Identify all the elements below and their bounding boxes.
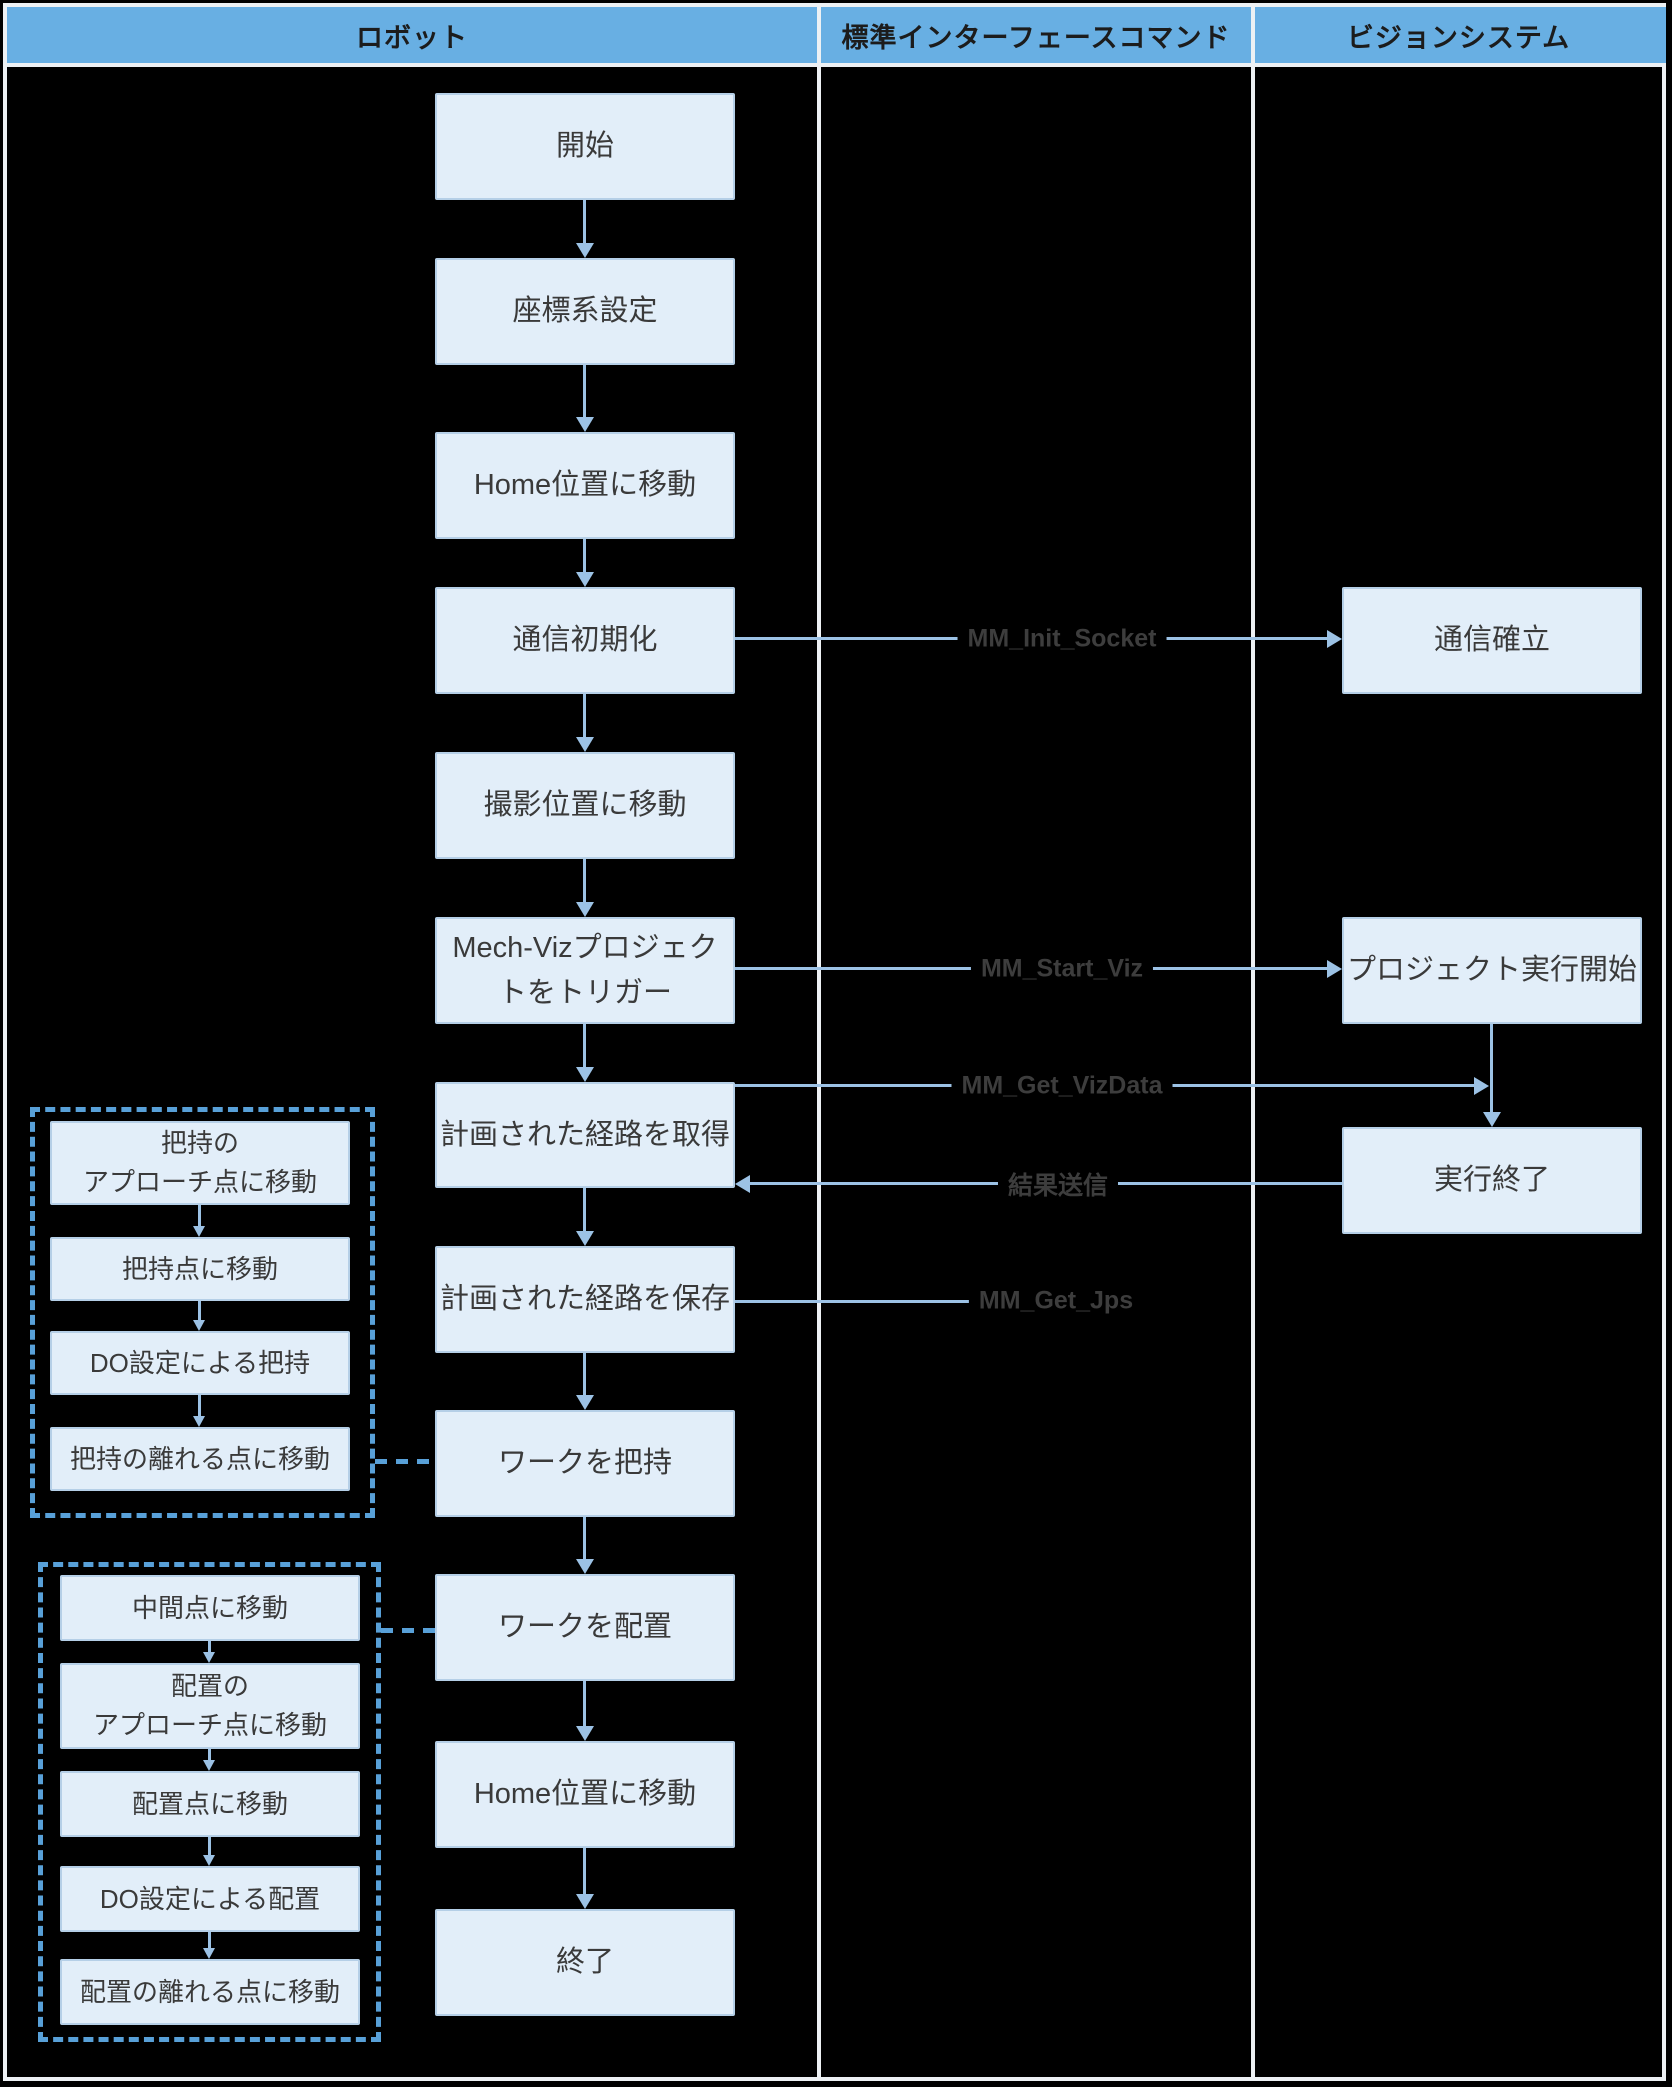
grasp-group-dashed-connector bbox=[375, 1459, 435, 1464]
flow-arrow-head bbox=[576, 1559, 594, 1574]
robot-step-trigger-mechviz: Mech-Vizプロジェク トをトリガー bbox=[435, 917, 735, 1024]
place-arrow-line bbox=[208, 1749, 211, 1761]
flow-arrow-line bbox=[583, 1848, 586, 1894]
flow-arrow-head bbox=[576, 243, 594, 258]
grasp-arrow-head bbox=[193, 1226, 205, 1237]
vision-flow-arrow-line bbox=[1490, 1024, 1493, 1112]
command-label-mm-init-socket: MM_Init_Socket bbox=[957, 624, 1167, 654]
arrow-result-send-head bbox=[735, 1175, 750, 1193]
flow-arrow-head bbox=[576, 1726, 594, 1741]
grasp-arrow-line bbox=[198, 1395, 201, 1416]
place-step-do-place: DO設定による配置 bbox=[60, 1866, 360, 1932]
command-label-mm-get-jps: MM_Get_Jps bbox=[968, 1286, 1144, 1316]
grasp-step-move-grasp-point: 把持点に移動 bbox=[50, 1237, 350, 1301]
vision-flow-arrow-head bbox=[1483, 1112, 1501, 1127]
place-arrow-line bbox=[208, 1837, 211, 1856]
flow-arrow-head bbox=[576, 902, 594, 917]
place-arrow-head bbox=[203, 1855, 215, 1866]
robot-step-init-communication: 通信初期化 bbox=[435, 587, 735, 694]
grasp-step-move-approach-point: 把持の アプローチ点に移動 bbox=[50, 1121, 350, 1205]
robot-step-set-coordinate-system: 座標系設定 bbox=[435, 258, 735, 365]
arrow-mm-get-vizdata-head bbox=[1474, 1077, 1489, 1095]
place-step-move-approach-point: 配置の アプローチ点に移動 bbox=[60, 1663, 360, 1749]
place-step-move-place-point: 配置点に移動 bbox=[60, 1771, 360, 1837]
flow-arrow-line bbox=[583, 859, 586, 902]
robot-step-move-home-1: Home位置に移動 bbox=[435, 432, 735, 539]
place-arrow-head bbox=[203, 1652, 215, 1663]
robot-step-save-planned-path: 計画された経路を保存 bbox=[435, 1246, 735, 1353]
flow-arrow-line bbox=[583, 539, 586, 572]
robot-step-move-capture-position: 撮影位置に移動 bbox=[435, 752, 735, 859]
flow-arrow-line bbox=[583, 1681, 586, 1726]
place-step-move-intermediate-point: 中間点に移動 bbox=[60, 1575, 360, 1641]
grasp-arrow-head bbox=[193, 1320, 205, 1331]
place-arrow-line bbox=[208, 1932, 211, 1949]
grasp-arrow-head bbox=[193, 1416, 205, 1427]
flow-arrow-line bbox=[583, 365, 586, 417]
arrow-mm-init-socket-head bbox=[1327, 630, 1342, 648]
place-arrow-head bbox=[203, 1760, 215, 1771]
column-divider-1 bbox=[817, 3, 821, 2081]
column-header-vision: ビジョンシステム bbox=[1346, 22, 1571, 53]
flow-arrow-line bbox=[583, 694, 586, 737]
grasp-step-do-grasp: DO設定による把持 bbox=[50, 1331, 350, 1395]
arrow-mm-start-viz-head bbox=[1327, 960, 1342, 978]
grasp-step-move-depart-point: 把持の離れる点に移動 bbox=[50, 1427, 350, 1491]
vision-step-project-execution-start: プロジェクト実行開始 bbox=[1342, 917, 1642, 1024]
place-step-move-depart-point: 配置の離れる点に移動 bbox=[60, 1959, 360, 2025]
robot-step-move-home-2: Home位置に移動 bbox=[435, 1741, 735, 1848]
grasp-arrow-line bbox=[198, 1205, 201, 1226]
flow-arrow-line bbox=[583, 1024, 586, 1067]
vision-step-execution-end: 実行終了 bbox=[1342, 1127, 1642, 1234]
command-label-result-send: 結果送信 bbox=[997, 1166, 1119, 1202]
arrow-mm-get-jps-line bbox=[735, 1300, 975, 1303]
flow-arrow-head bbox=[576, 1067, 594, 1082]
robot-step-end: 終了 bbox=[435, 1909, 735, 2016]
robot-step-start: 開始 bbox=[435, 93, 735, 200]
robot-step-place-workpiece: ワークを配置 bbox=[435, 1574, 735, 1681]
column-header-robot: ロボット bbox=[356, 22, 468, 53]
flow-arrow-head bbox=[576, 417, 594, 432]
place-group-dashed-connector bbox=[381, 1628, 435, 1633]
command-label-mm-get-vizdata: MM_Get_VizData bbox=[951, 1071, 1173, 1101]
flow-arrow-line bbox=[583, 1353, 586, 1395]
flow-arrow-head bbox=[576, 1395, 594, 1410]
command-label-mm-start-viz: MM_Start_Viz bbox=[970, 954, 1154, 984]
flow-arrow-line bbox=[583, 1188, 586, 1231]
column-divider-2 bbox=[1251, 3, 1255, 2081]
flow-arrow-line bbox=[583, 200, 586, 243]
flow-arrow-head bbox=[576, 1894, 594, 1909]
robot-step-grasp-workpiece: ワークを把持 bbox=[435, 1410, 735, 1517]
flow-arrow-line bbox=[583, 1517, 586, 1559]
flow-arrow-head bbox=[576, 1231, 594, 1246]
robot-step-get-planned-path: 計画された経路を取得 bbox=[435, 1082, 735, 1188]
flow-arrow-head bbox=[576, 572, 594, 587]
grasp-group-dashed-frame bbox=[30, 1107, 375, 1518]
grasp-arrow-line bbox=[198, 1301, 201, 1320]
header-underline bbox=[3, 63, 1666, 67]
vision-step-communication-established: 通信確立 bbox=[1342, 587, 1642, 694]
place-arrow-head bbox=[203, 1948, 215, 1959]
place-arrow-line bbox=[208, 1641, 211, 1653]
header-row-background bbox=[7, 7, 1666, 63]
column-header-commands: 標準インターフェースコマンド bbox=[841, 22, 1231, 53]
place-group-dashed-frame bbox=[38, 1562, 381, 2042]
table-outer-border bbox=[3, 3, 1666, 2081]
flow-arrow-head bbox=[576, 737, 594, 752]
